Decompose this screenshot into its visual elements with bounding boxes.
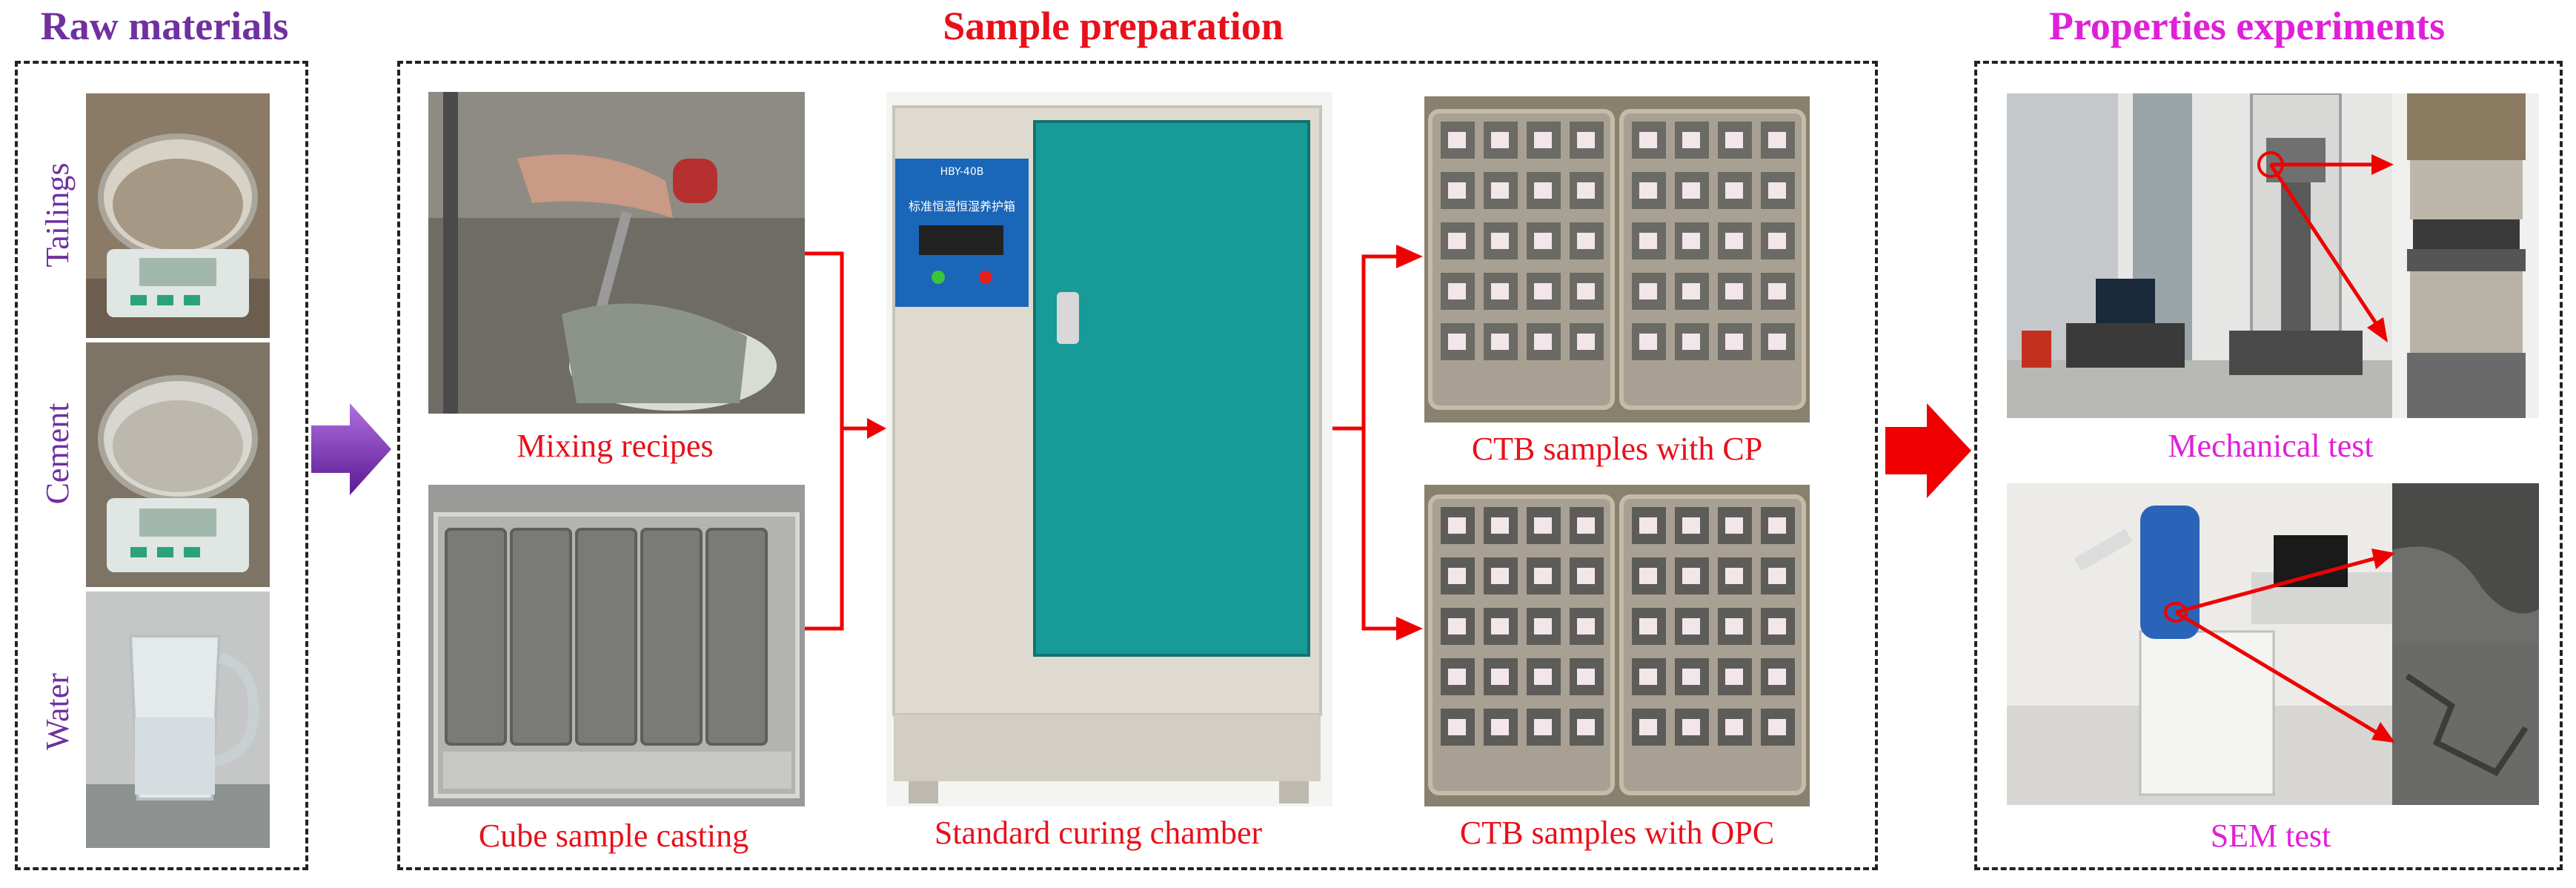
- tailings-photo: [86, 93, 270, 338]
- opc-caption: CTB samples with OPC: [1459, 815, 1775, 851]
- chamber-panel-text: 标准恒温恒湿养护箱: [909, 199, 1015, 213]
- mixing-caption: Mixing recipes: [517, 428, 714, 464]
- purple-block-arrow-icon: [311, 403, 391, 495]
- casting-caption: Cube sample casting: [478, 818, 749, 854]
- opc-samples-photo: [1424, 485, 1810, 806]
- properties-experiments-title: Properties experiments: [2048, 4, 2446, 48]
- sample-preparation-title: Sample preparation: [943, 4, 1284, 48]
- cp-caption: CTB samples with CP: [1471, 431, 1763, 467]
- chamber-caption: Standard curing chamber: [934, 815, 1263, 851]
- sem-caption: SEM test: [2210, 818, 2331, 854]
- cement-photo: [86, 342, 270, 587]
- water-photo: [86, 592, 270, 848]
- raw-materials-panel: [15, 61, 308, 870]
- cp-samples-photo: [1424, 96, 1810, 423]
- red-block-arrow-icon: [1885, 403, 1971, 498]
- sample-preparation-panel: [397, 61, 1878, 870]
- mechanical-caption: Mechanical test: [2168, 428, 2374, 464]
- raw-materials-title: Raw materials: [40, 4, 289, 48]
- svg-text:HBY-40B: HBY-40B: [940, 166, 984, 178]
- mechanical-test-photo: [2007, 93, 2539, 418]
- curing-chamber-photo: HBY-40B 标准恒温恒湿养护箱: [886, 92, 1332, 806]
- sem-test-photo: [2007, 483, 2539, 805]
- mixing-photo: [428, 92, 805, 414]
- casting-photo: [428, 485, 805, 806]
- properties-experiments-panel: [1974, 61, 2563, 870]
